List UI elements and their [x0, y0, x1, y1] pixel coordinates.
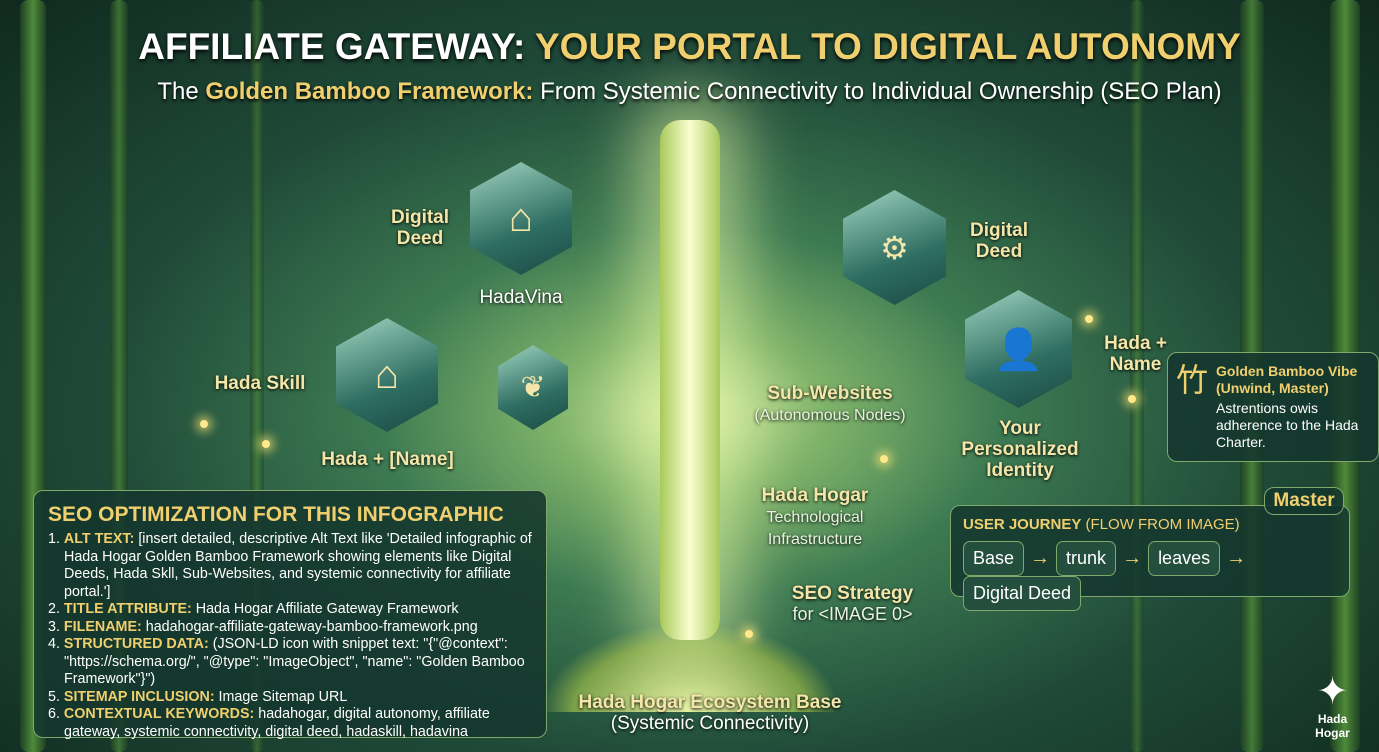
glow-dot	[262, 440, 270, 448]
house-icon: ⌂	[470, 162, 572, 275]
user-identity-icon: 👤	[965, 290, 1072, 408]
journey-step-digital-deed: Digital Deed	[963, 576, 1082, 611]
seo-item: 1. ALT TEXT: [insert detailed, descripti…	[48, 531, 532, 600]
glow-dot	[1085, 315, 1093, 323]
page-title: AFFILIATE GATEWAY: YOUR PORTAL TO DIGITA…	[138, 26, 1241, 67]
seo-item: 3. FILENAME: hadahogar-affiliate-gateway…	[48, 618, 478, 635]
journey-step-base: Base	[963, 541, 1025, 576]
gear-user-icon: ⚙	[843, 190, 946, 305]
glow-dot	[745, 630, 753, 638]
seo-panel-title: SEO OPTIMIZATION FOR THIS INFOGRAPHIC	[48, 503, 504, 526]
journey-step-leaves: leaves	[1148, 541, 1221, 576]
label-hada-name: Hada + Name	[1104, 333, 1167, 375]
page-subtitle: The Golden Bamboo Framework: From System…	[157, 78, 1222, 105]
label-sub-websites: Sub-Websites(Autonomous Nodes)	[754, 383, 906, 424]
bamboo-stalk	[1130, 0, 1144, 752]
logo-text: Hada Hogar	[1315, 712, 1350, 740]
arrow-right-icon: →	[1226, 547, 1247, 569]
logo-icon: ✦	[1316, 671, 1349, 713]
seo-optimization-panel: SEO OPTIMIZATION FOR THIS INFOGRAPHIC 1.…	[33, 490, 547, 740]
user-journey-panel: USER JOURNEY (FLOW FROM IMAGE) Base→trun…	[950, 505, 1350, 611]
vibe-title: Golden Bamboo Vibe (Unwind, Master)	[1216, 363, 1358, 396]
journey-title: USER JOURNEY (FLOW FROM IMAGE)	[963, 516, 1240, 533]
golden-bamboo-vibe-panel: 竹 Golden Bamboo Vibe (Unwind, Master) As…	[1167, 352, 1379, 462]
label-hada-skill: Hada Skill	[214, 373, 306, 394]
seo-item: 4. STRUCTURED DATA: (JSON-LD icon with s…	[48, 636, 525, 687]
label-digital-deed-left: Digital Deed	[390, 207, 450, 249]
arrow-right-icon: →	[1122, 547, 1143, 569]
vibe-text: Astrentions owis adherence to the Hada C…	[1216, 400, 1359, 450]
journey-step-trunk: trunk	[1056, 541, 1117, 576]
journey-flow: Base→trunk→leaves→Digital Deed	[963, 541, 1337, 611]
hada-hogar-logo: ✦ Hada Hogar	[1300, 672, 1365, 740]
label-personalized-identity: Your Personalized Identity	[961, 418, 1079, 481]
arrow-right-icon: →	[1030, 547, 1051, 569]
label-ecosystem-base: Hada Hogar Ecosystem Base(Systemic Conne…	[578, 692, 842, 734]
label-hadavina: HadaVina	[479, 287, 563, 308]
bamboo-trunk	[660, 120, 720, 640]
glow-dot	[200, 420, 208, 428]
glow-dot	[1128, 395, 1136, 403]
glow-dot	[880, 455, 888, 463]
leaf-icon: ❦	[498, 345, 568, 430]
seo-item: 5. SITEMAP INCLUSION: Image Sitemap URL	[48, 688, 348, 705]
house-icon: ⌂	[336, 318, 438, 432]
seo-item: 2. TITLE ATTRIBUTE: Hada Hogar Affiliate…	[48, 601, 459, 617]
label-digital-deed-right: Digital Deed	[969, 220, 1029, 262]
seo-item: 6. CONTEXTUAL KEYWORDS: hadahogar, digit…	[48, 706, 490, 740]
bamboo-glyph-icon: 竹	[1176, 362, 1209, 398]
master-tag: Master	[1264, 487, 1344, 515]
label-hada-name-bracket: Hada + [Name]	[321, 449, 454, 470]
